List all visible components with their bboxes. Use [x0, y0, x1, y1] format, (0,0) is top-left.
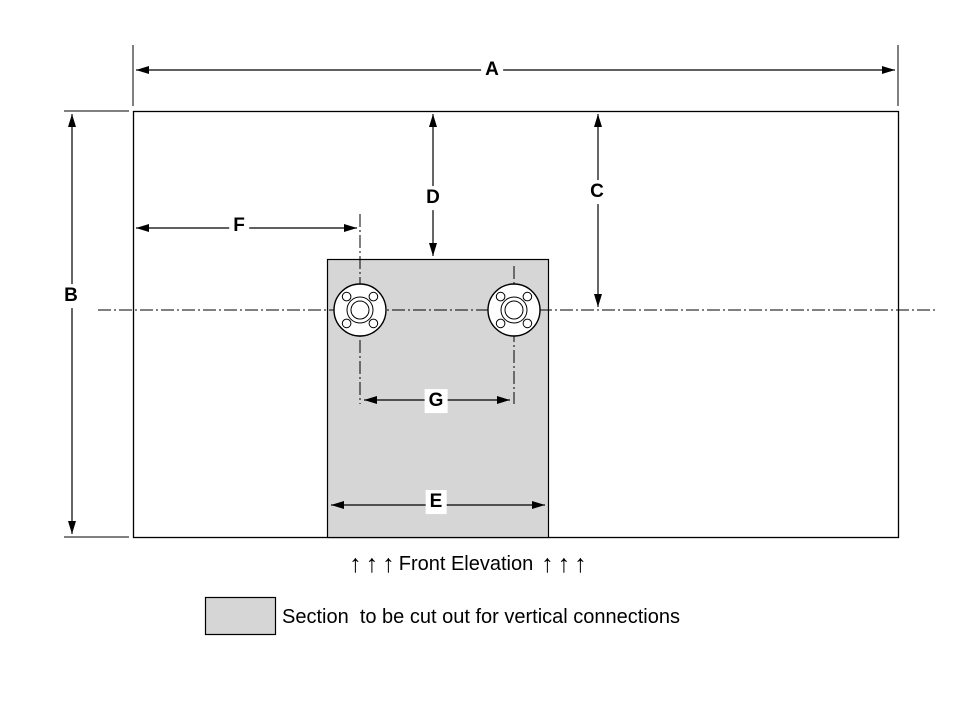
dim-label-c: C: [586, 180, 608, 204]
flange-right: [487, 283, 541, 337]
dim-label-a: A: [481, 58, 503, 82]
up-arrows-left-icon: ↑↑↑: [349, 550, 399, 578]
extension-lines: [64, 45, 899, 538]
caption: ↑↑↑Front Elevation↑↑↑: [0, 550, 940, 579]
dim-label-f: F: [229, 214, 249, 238]
legend-description: Section to be cut out for vertical conne…: [282, 606, 680, 628]
legend-swatch: [204, 596, 277, 636]
dim-label-b: B: [60, 284, 82, 308]
dim-label-e: E: [425, 490, 447, 514]
flange-left: [333, 283, 387, 337]
dim-label-d: D: [422, 186, 444, 210]
dim-label-g: G: [424, 389, 448, 413]
up-arrows-right-icon: ↑↑↑: [541, 550, 591, 578]
caption-title: Front Elevation: [398, 553, 534, 575]
